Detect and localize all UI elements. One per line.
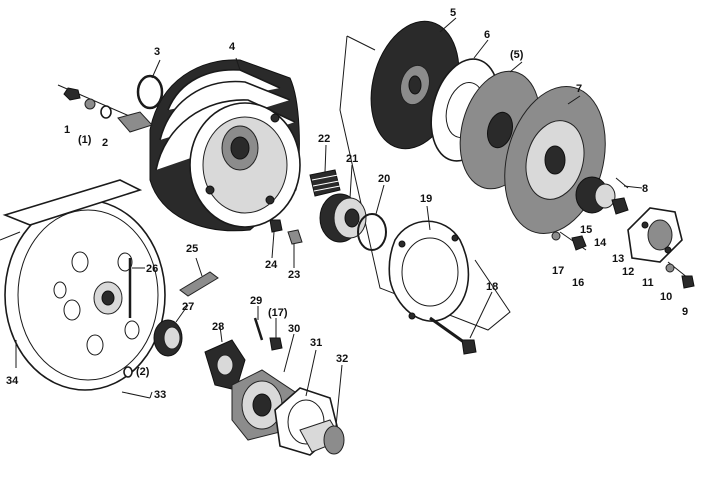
label-17: 17 [552, 265, 564, 277]
label-31: 31 [310, 337, 322, 349]
label-27: 27 [182, 301, 194, 313]
label-4: 4 [229, 41, 236, 53]
label-29: 29 [250, 295, 262, 307]
label-10: 10 [660, 291, 672, 303]
label-15: 15 [580, 224, 592, 236]
part-20-snap-ring [357, 213, 387, 251]
part-3-o-ring [136, 74, 164, 110]
part-4-clutch-housing [149, 59, 301, 232]
part-labels: 1 (1) 2 3 4 5 6 (5) 7 8 22 21 20 19 15 1… [6, 7, 688, 401]
label-9: 9 [682, 306, 688, 318]
label-2-paren: (2) [136, 366, 150, 378]
part-22-spring [309, 169, 341, 197]
label-28: 28 [212, 321, 224, 333]
label-22: 22 [318, 133, 330, 145]
label-16: 16 [572, 277, 584, 289]
label-1-paren: (1) [78, 134, 92, 146]
parts-1-2-hardware [57, 84, 153, 133]
label-8: 8 [642, 183, 648, 195]
label-26: 26 [146, 263, 158, 275]
label-23: 23 [288, 269, 300, 281]
label-1: 1 [64, 124, 70, 136]
part-19-gasket-plate [388, 220, 470, 322]
label-33: 33 [154, 389, 166, 401]
label-18: 18 [486, 281, 498, 293]
parts-23-24-fittings [269, 219, 303, 245]
part-27-seal [153, 319, 183, 357]
label-25: 25 [186, 243, 198, 255]
label-5-paren: (5) [510, 49, 524, 61]
label-34: 34 [6, 375, 19, 387]
part-28-release-fork [204, 339, 246, 391]
label-21: 21 [346, 153, 358, 165]
label-3: 3 [154, 46, 160, 58]
label-20: 20 [378, 173, 390, 185]
parts-29-17-bolts [253, 317, 283, 351]
part-25-lever [179, 271, 219, 297]
label-7: 7 [576, 83, 582, 95]
label-2: 2 [102, 137, 108, 149]
parts-9-10-bolt [665, 261, 695, 289]
label-24: 24 [265, 259, 278, 271]
part-32-shaft [299, 419, 345, 455]
parts-11-13-cap [627, 207, 683, 263]
label-6: 6 [484, 29, 490, 41]
label-14: 14 [594, 237, 607, 249]
part-18-bolt [429, 316, 477, 355]
label-5: 5 [450, 7, 456, 19]
label-12: 12 [622, 266, 634, 278]
parts-33-2-hardware [121, 366, 151, 399]
part-34-pulley [0, 179, 166, 391]
label-17-paren: (17) [268, 307, 288, 319]
label-13: 13 [612, 253, 624, 265]
label-30: 30 [288, 323, 300, 335]
label-19: 19 [420, 193, 432, 205]
label-32: 32 [336, 353, 348, 365]
label-11: 11 [642, 277, 654, 289]
parts-14-15-hub [575, 176, 629, 215]
parts-16-17-bolts [551, 231, 587, 251]
leader-lines [15, 17, 643, 427]
